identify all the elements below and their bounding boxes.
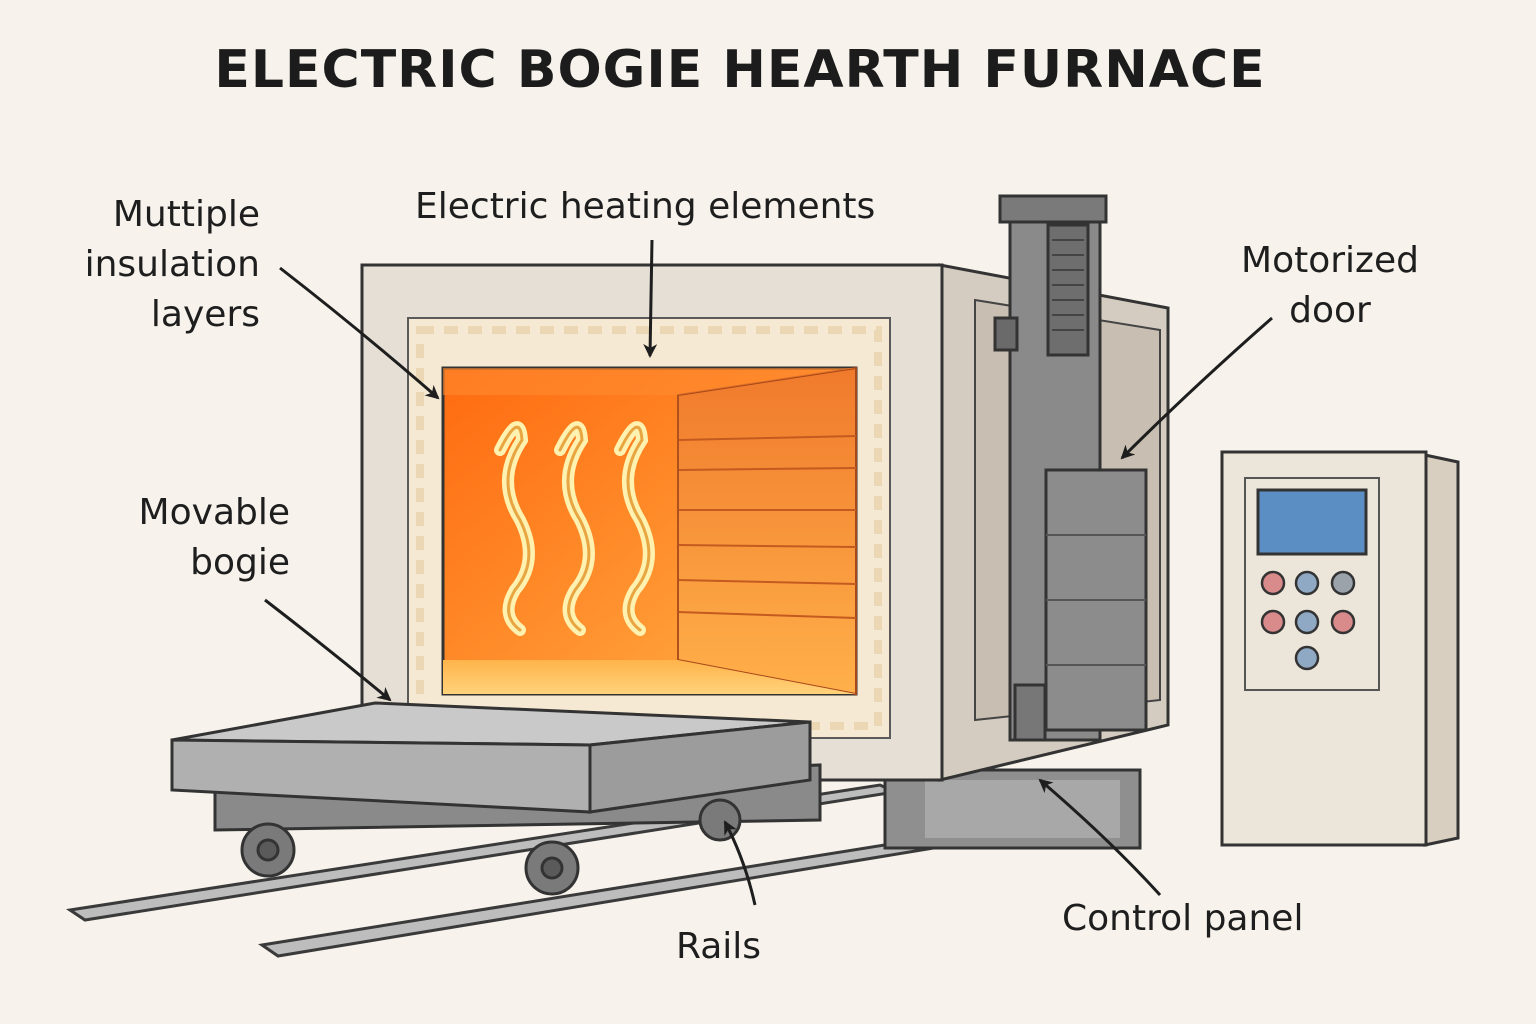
arrow-control-panel xyxy=(1038,778,1162,897)
arrow-rails xyxy=(723,820,757,906)
chamber-ceiling xyxy=(443,368,856,395)
page-title: ELECTRIC BOGIE HEARTH FURNACE xyxy=(214,40,1266,100)
label-control-panel: Control panel xyxy=(1062,898,1304,939)
motorized-door xyxy=(993,194,1148,742)
bogie-platform-side xyxy=(588,720,812,814)
arrow-bogie xyxy=(264,598,392,702)
label-heating-elements: Electric heating elements xyxy=(415,186,876,227)
chamber-back-wall xyxy=(677,366,857,696)
control-buttons xyxy=(1260,570,1356,671)
label-movable-bogie: Movable bogie xyxy=(138,492,290,583)
label-rails: Rails xyxy=(676,926,762,967)
chamber-floor xyxy=(443,660,856,694)
wheel xyxy=(698,798,742,842)
heating-chamber xyxy=(441,366,858,696)
label-motorized-door: Motorized door xyxy=(1241,240,1419,331)
furnace-base xyxy=(883,768,1142,850)
arrow-door xyxy=(1120,316,1273,460)
callout-arrows xyxy=(264,239,1273,906)
movable-bogie xyxy=(170,701,822,896)
bogie-wheels xyxy=(240,798,742,896)
door-lift-cap xyxy=(998,194,1108,224)
control-panel-cabinet xyxy=(1220,450,1460,847)
arrow-heating xyxy=(643,239,658,358)
control-screen xyxy=(1256,488,1368,556)
label-insulation: Muttiple insulation layers xyxy=(84,194,260,335)
arrow-insulation xyxy=(279,266,440,400)
